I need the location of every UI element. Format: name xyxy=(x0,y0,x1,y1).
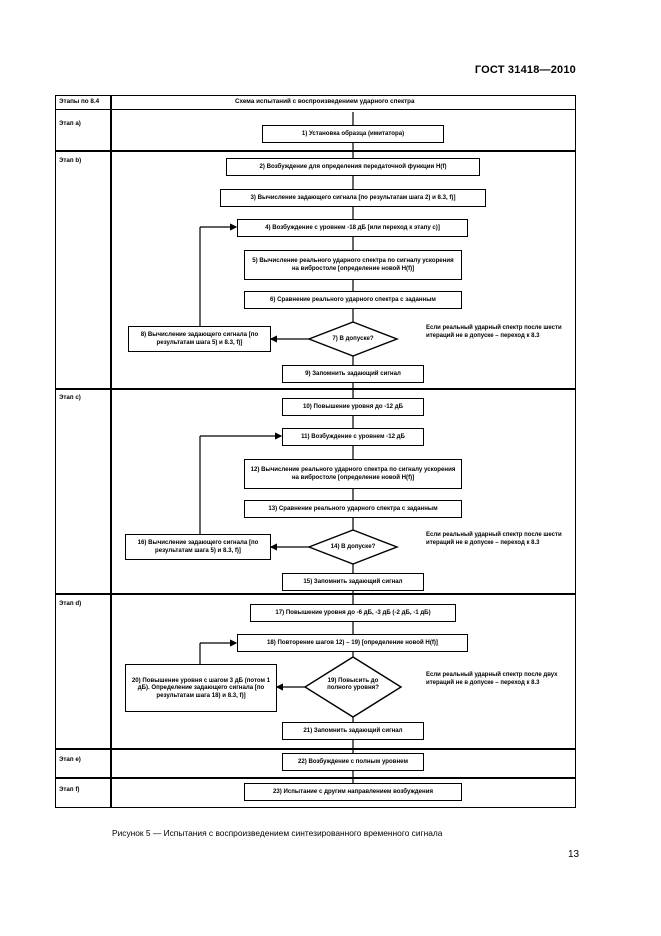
step-10-box: 10) Повышение уровня до -12 дБ xyxy=(282,398,424,416)
table-header-row: Этапы по 8.4 Схема испытаний с воспроизв… xyxy=(55,95,576,110)
step-11-box: 11) Возбуждение с уровнем -12 дБ xyxy=(282,428,424,446)
figure-caption: Рисунок 5 — Испытания с воспроизведением… xyxy=(112,828,443,838)
stage-label-b: Этап b) xyxy=(59,157,82,164)
step-17-box: 17) Повышение уровня до -6 дБ, -3 дБ (-2… xyxy=(250,604,456,622)
step-1-box: 1) Установка образца (имитатора) xyxy=(262,125,444,143)
stage-label-e: Этап е) xyxy=(59,756,81,763)
step-23-box: 23) Испытание с другим направлением возб… xyxy=(244,783,462,801)
step-4-box: 4) Возбуждение с уровнем -18 дБ [или пер… xyxy=(237,219,468,237)
step-14-decision: 14) В допуске? xyxy=(330,543,376,550)
step-3-box: 3) Вычисление задающего сигнала [по резу… xyxy=(220,189,486,207)
step-6-box: 6) Сравнение реального ударного спектра … xyxy=(244,291,462,309)
stage-label-c: Этап с) xyxy=(59,394,81,401)
step-7-decision: 7) В допуске? xyxy=(332,335,374,342)
note-stage-d: Если реальный ударный спектр после двух … xyxy=(426,672,558,686)
step-19-decision: 19) Повысить до полного уровня? xyxy=(327,677,379,692)
step-16-box: 16) Вычисление задающего сигнала [по рез… xyxy=(125,534,271,560)
column-divider xyxy=(110,95,112,808)
stage-label-a: Этап а) xyxy=(59,120,81,127)
stage-divider xyxy=(55,593,576,595)
step-9-box: 9) Запомнить задающий сигнал xyxy=(282,365,424,383)
column-header-stages: Этапы по 8.4 xyxy=(59,98,100,105)
step-2-box: 2) Возбуждение для определения передаточ… xyxy=(226,158,480,176)
step-13-box: 13) Сравнение реального ударного спектра… xyxy=(244,500,462,518)
note-stage-b: Если реальный ударный спектр после шести… xyxy=(426,325,562,339)
stage-divider xyxy=(55,748,576,750)
step-20-box: 20) Повышение уровня с шагом 3 дБ (потом… xyxy=(125,664,277,712)
step-15-box: 15) Запомнить задающий сигнал xyxy=(282,573,424,591)
column-header-scheme: Схема испытаний с воспроизведением ударн… xyxy=(235,98,415,105)
flowchart-table xyxy=(55,95,576,808)
stage-label-f: Этап f) xyxy=(59,786,80,793)
document-code: ГОСТ 31418—2010 xyxy=(474,64,576,76)
stage-label-d: Этап d) xyxy=(59,600,82,607)
page-number: 13 xyxy=(568,849,580,860)
note-stage-c: Если реальный ударный спектр после шести… xyxy=(426,532,562,546)
stage-divider xyxy=(55,388,576,390)
step-18-box: 18) Повторение шагов 12) – 19) [определе… xyxy=(237,634,468,652)
step-21-box: 21) Запомнить задающий сигнал xyxy=(282,722,424,740)
step-22-box: 22) Возбуждение с полным уровнем xyxy=(282,753,424,771)
step-12-box: 12) Вычисление реального ударного спектр… xyxy=(244,459,462,489)
stage-divider xyxy=(55,777,576,779)
step-8-box: 8) Вычисление задающего сигнала [по резу… xyxy=(128,326,271,352)
stage-divider xyxy=(55,150,576,152)
step-5-box: 5) Вычисление реального ударного спектра… xyxy=(244,250,462,280)
